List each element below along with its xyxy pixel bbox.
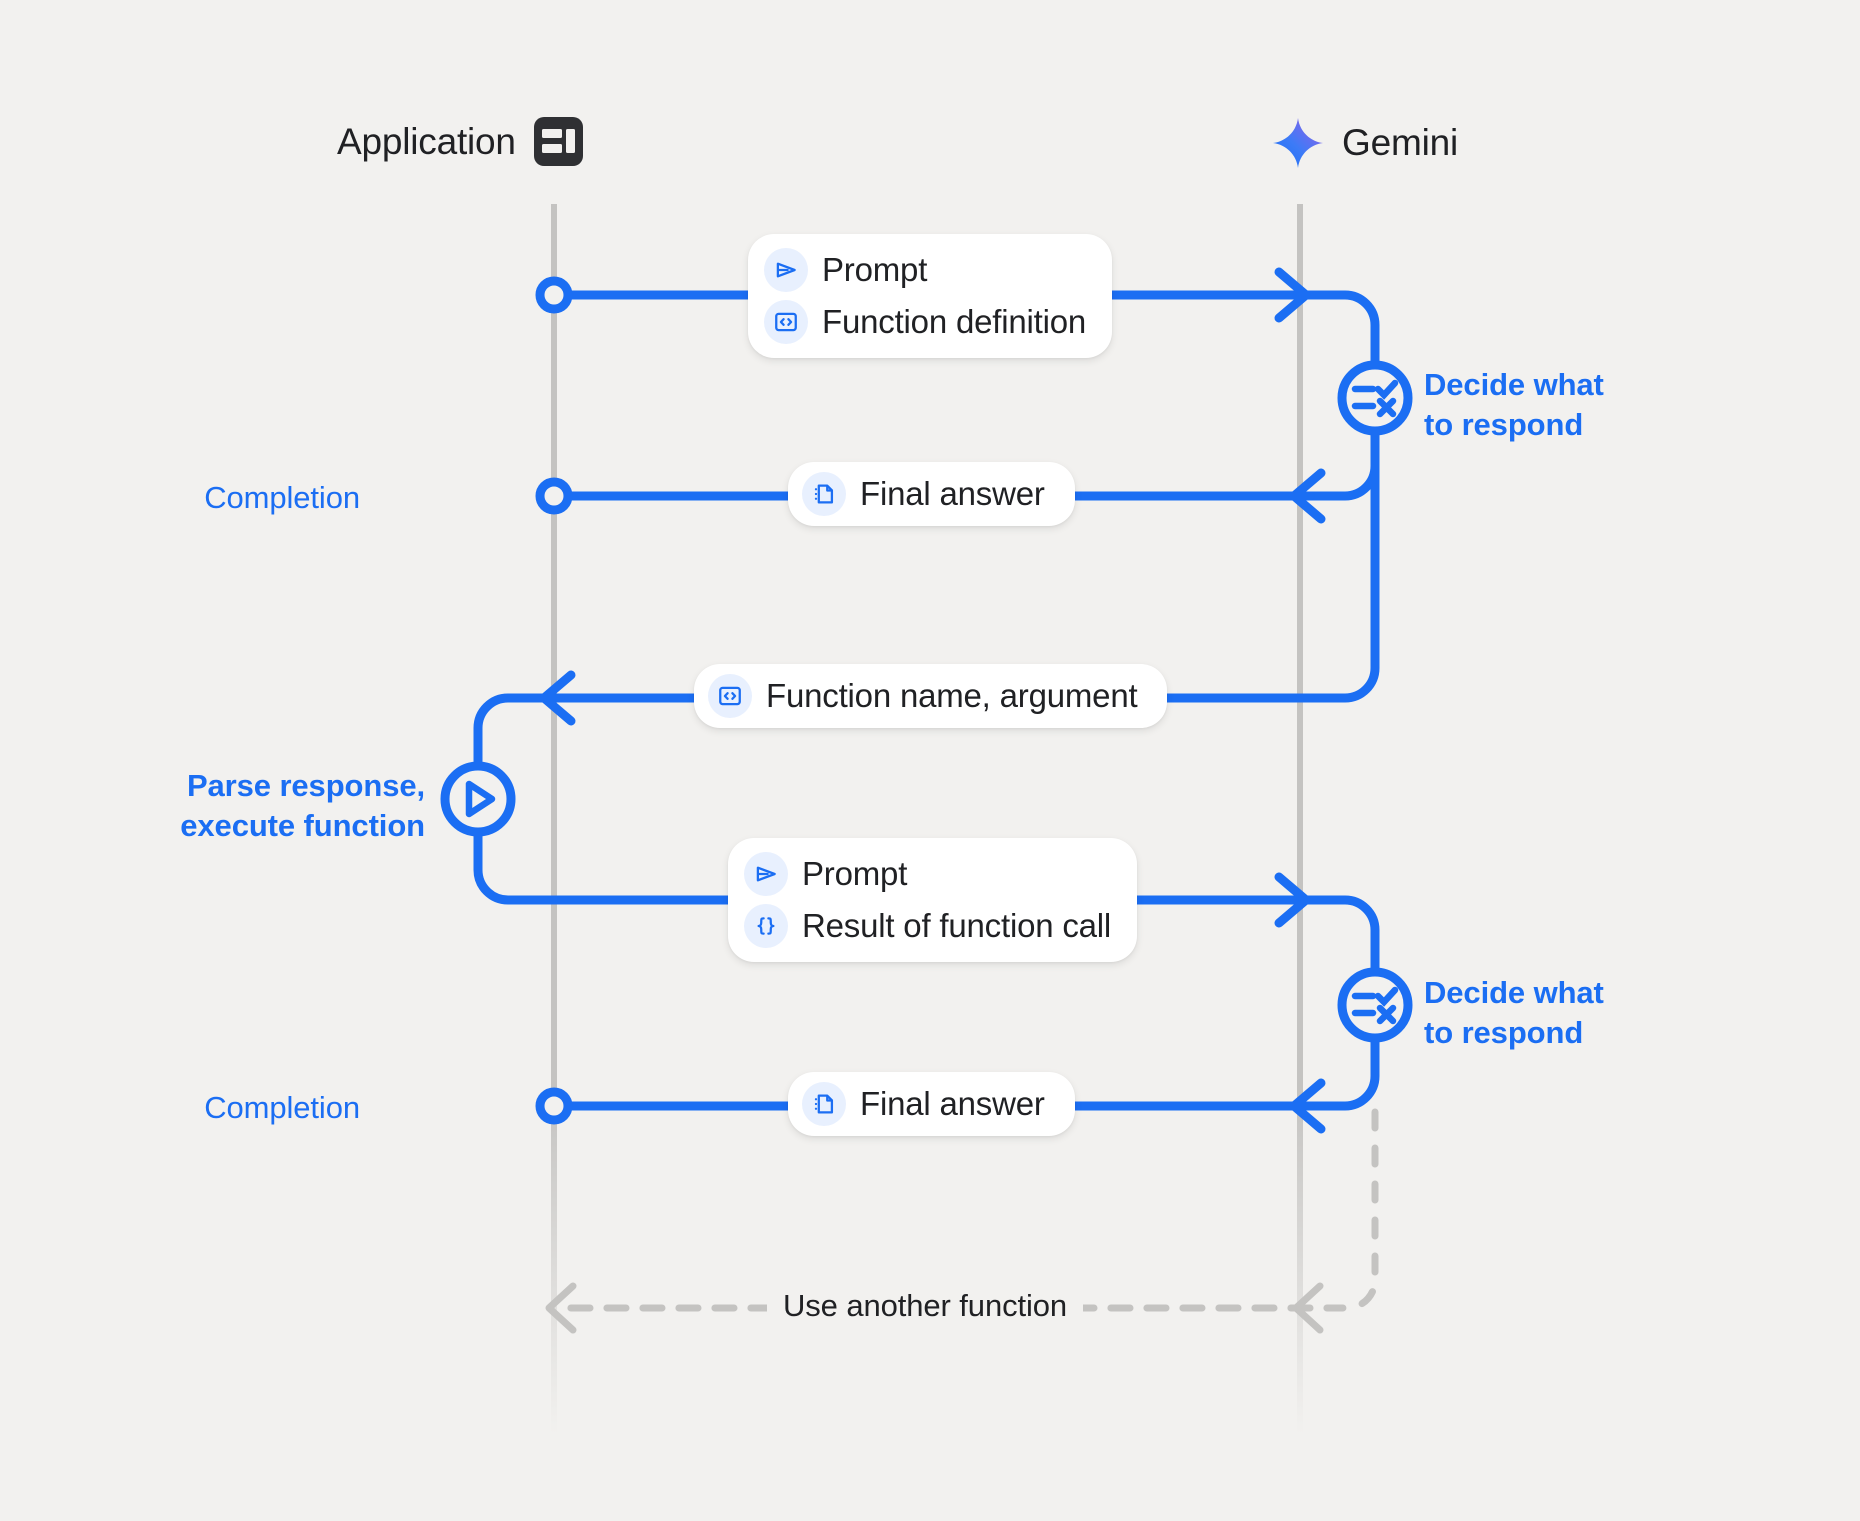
flow-request-1-curve xyxy=(1285,290,1380,370)
bubble-row-label: Function name, argument xyxy=(766,677,1138,714)
decision-checklist-glyph-2 xyxy=(1351,986,1399,1025)
flow-decide1-down xyxy=(1305,426,1380,501)
send-arrow-icon xyxy=(764,248,808,292)
lifeline-gemini xyxy=(1297,204,1303,1434)
bubble-row: Final answer xyxy=(802,472,1045,516)
arrowhead-response-1 xyxy=(1289,468,1326,524)
decision-checklist-glyph-1 xyxy=(1351,379,1399,418)
bubble-row-label: Final answer xyxy=(860,475,1045,512)
flow-request-2-curve xyxy=(1285,895,1380,977)
arrowhead-loop-left xyxy=(545,1282,577,1334)
header-application: Application xyxy=(337,117,583,166)
bubble-row-label: Function definition xyxy=(822,303,1087,340)
message-bubble-function-call[interactable]: Function name, argument xyxy=(694,664,1168,728)
flow-parse-in xyxy=(473,693,565,771)
curly-braces-icon xyxy=(744,904,788,948)
message-bubble-response-1[interactable]: Final answer xyxy=(788,462,1075,526)
bubble-row-label: Prompt xyxy=(822,251,928,288)
annotation-completion-1: Completion xyxy=(204,480,360,515)
bubble-row: Function definition xyxy=(764,300,1086,344)
decision-node-2 xyxy=(1337,967,1413,1043)
annotation-decide-2: Decide what to respond xyxy=(1424,975,1604,1050)
flow-decide1-tofunc xyxy=(1305,426,1380,703)
message-bubble-request-2[interactable]: Prompt Result of function call xyxy=(728,838,1138,962)
header-gemini-label: Gemini xyxy=(1342,122,1458,163)
bubble-row-label: Result of function call xyxy=(802,907,1112,944)
gemini-sparkle-icon xyxy=(1272,117,1324,169)
bubble-row: Result of function call xyxy=(744,904,1111,948)
bubble-row-label: Prompt xyxy=(802,855,908,892)
document-icon xyxy=(802,472,846,516)
annotation-decide-1: Decide what to respond xyxy=(1424,367,1604,442)
arrowhead-loop-right xyxy=(1292,1282,1324,1334)
decision-node-1 xyxy=(1337,360,1413,436)
node-completion-2 xyxy=(535,1087,573,1125)
code-brackets-icon xyxy=(764,300,808,344)
bubble-row: Function name, argument xyxy=(708,674,1138,718)
app-window-icon xyxy=(533,117,583,166)
node-completion-1 xyxy=(535,477,573,515)
bubble-row-label: Final answer xyxy=(860,1085,1045,1122)
bubble-row: Prompt xyxy=(744,852,1111,896)
message-bubble-response-2[interactable]: Final answer xyxy=(788,1072,1075,1136)
code-brackets-icon xyxy=(708,674,752,718)
loop-label: Use another function xyxy=(767,1288,1084,1324)
bubble-row: Final answer xyxy=(802,1082,1045,1126)
flow-decide2-down xyxy=(1305,1033,1380,1111)
header-application-label: Application xyxy=(337,120,516,162)
arrowhead-request-2 xyxy=(1274,872,1311,928)
arrowhead-request-1 xyxy=(1274,267,1311,323)
arrowhead-response-2 xyxy=(1289,1078,1326,1134)
node-start-request-1 xyxy=(535,276,573,314)
header-gemini: Gemini xyxy=(1272,117,1458,169)
message-bubble-request-1[interactable]: Prompt Function definition xyxy=(748,234,1113,358)
lifeline-application xyxy=(551,204,557,1434)
bubble-row: Prompt xyxy=(764,248,1086,292)
parse-execute-node xyxy=(440,761,516,837)
play-triangle-glyph xyxy=(465,780,496,818)
document-icon xyxy=(802,1082,846,1126)
flow-parse-out xyxy=(473,827,565,905)
send-arrow-icon xyxy=(744,852,788,896)
annotation-parse-execute: Parse response, execute function xyxy=(180,768,425,843)
annotation-completion-2: Completion xyxy=(204,1090,360,1125)
loop-dashed-path xyxy=(556,1108,1379,1312)
